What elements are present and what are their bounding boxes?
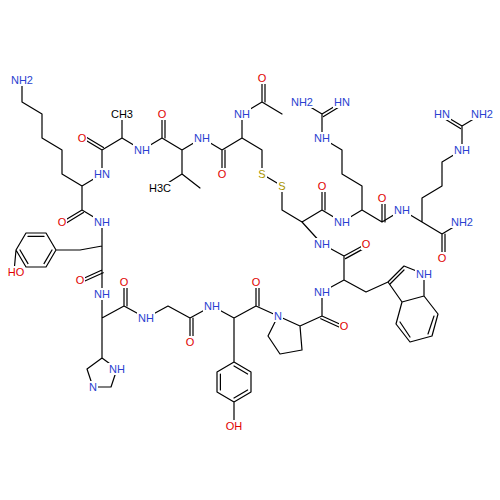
atom-label: O: [75, 274, 86, 286]
atom-label: O: [361, 238, 372, 250]
atom-label: O: [437, 252, 448, 264]
atom-label: O: [317, 180, 328, 192]
atom-label: NH2: [290, 96, 314, 108]
atom-label: HO: [7, 266, 26, 278]
atom-label: O: [77, 132, 88, 144]
atom-label: N: [88, 381, 98, 393]
atom-label: N: [273, 310, 283, 322]
atom-label: NH2: [470, 108, 494, 120]
atom-label: O: [339, 320, 350, 332]
atom-label: O: [157, 108, 168, 120]
atom-label: NH: [133, 144, 151, 156]
atom-label: NH: [393, 204, 411, 216]
atom-label: O: [217, 168, 228, 180]
atom-label: O: [185, 336, 196, 348]
single-bonds: [14, 78, 482, 426]
atom-label: OH: [225, 420, 244, 432]
atom-label: NH: [233, 108, 251, 120]
atom-label: NH: [137, 312, 155, 324]
atom-label: NH: [93, 288, 111, 300]
atom-label: NH2: [450, 216, 474, 228]
atom-label: O: [119, 276, 130, 288]
atom-label: NH: [313, 286, 331, 298]
atom-label: O: [251, 276, 262, 288]
atom-label: CH3: [110, 108, 134, 120]
atom-label: NH: [203, 300, 221, 312]
atom-label: NH: [313, 132, 331, 144]
atom-label: HN: [433, 108, 451, 120]
atom-label: NH: [108, 363, 126, 375]
atom-label: HN: [93, 168, 111, 180]
atom-label: NH: [453, 144, 471, 156]
atom-label: H3C: [148, 182, 172, 194]
atom-label: S: [277, 180, 286, 192]
atom-label: S: [257, 168, 266, 180]
atom-label: O: [257, 72, 268, 84]
atom-label: NH: [415, 268, 433, 280]
atom-label: NH2: [10, 74, 34, 86]
atom-label: NH: [193, 132, 211, 144]
double-bond-lines: [20, 80, 461, 398]
atom-label: NH: [333, 216, 351, 228]
atom-label: O: [377, 192, 388, 204]
atom-label: HN: [333, 96, 351, 108]
atom-label: NH: [313, 238, 331, 250]
atom-label: NH: [93, 216, 111, 228]
atom-label: O: [57, 216, 68, 228]
